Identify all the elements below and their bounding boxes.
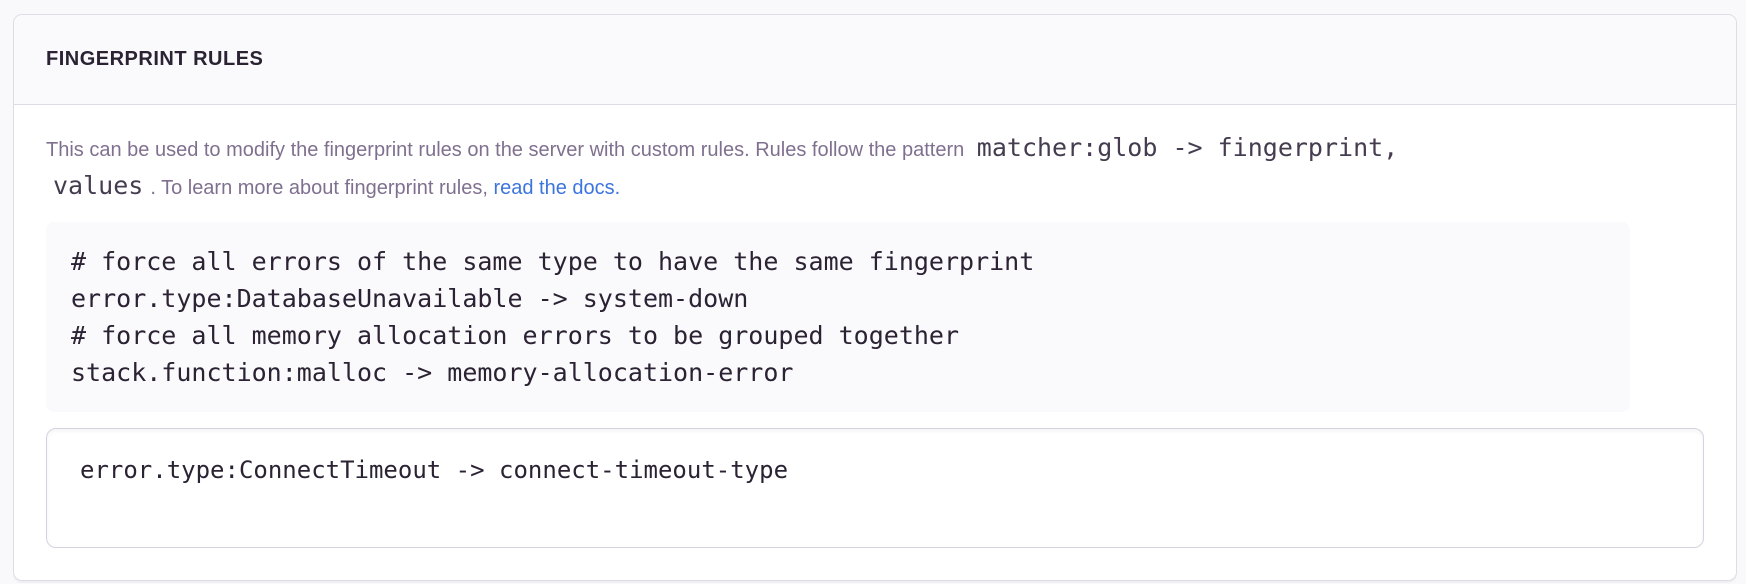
panel-body: This can be used to modify the fingerpri… (14, 105, 1736, 580)
fingerprint-rules-panel: FINGERPRINT RULES This can be used to mo… (13, 14, 1737, 581)
fingerprint-rules-example-block: # force all errors of the same type to h… (46, 222, 1630, 412)
description-before-code: This can be used to modify the fingerpri… (46, 139, 965, 161)
description-after-code: . To learn more about fingerprint rules, (150, 177, 488, 199)
panel-title: FINGERPRINT RULES (46, 48, 264, 70)
description-text: This can be used to modify the fingerpri… (46, 130, 1704, 206)
pattern-inline-code-continued: values (53, 171, 144, 200)
read-the-docs-link[interactable]: read the docs. (493, 177, 621, 199)
fingerprint-rules-input[interactable]: error.type:ConnectTimeout -> connect-tim… (46, 428, 1704, 548)
pattern-inline-code: matcher:glob -> fingerprint, (976, 133, 1399, 162)
panel-header: FINGERPRINT RULES (14, 15, 1736, 105)
